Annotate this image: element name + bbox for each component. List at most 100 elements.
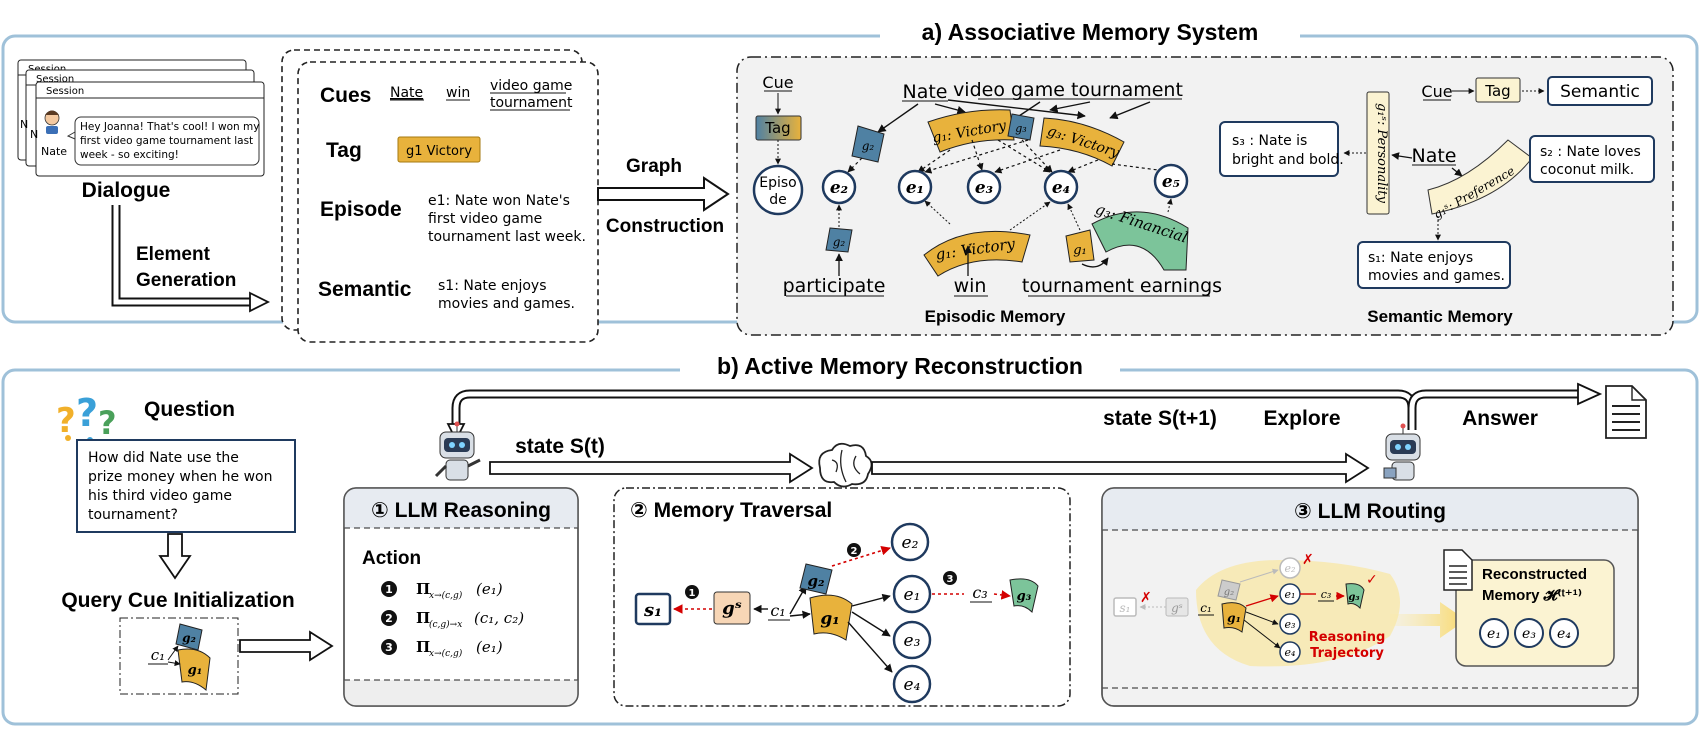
tag-label: Tag bbox=[326, 139, 362, 162]
speaker-name: Nate bbox=[41, 145, 67, 158]
session-tab-label: Session bbox=[46, 86, 84, 97]
semantic-line: movies and games. bbox=[438, 296, 575, 312]
tag-g3: g₃ bbox=[1015, 122, 1026, 135]
recon-node: e₄ bbox=[1557, 626, 1571, 642]
session-fragment: N bbox=[20, 118, 28, 131]
trav-e1: e₁ bbox=[904, 585, 921, 605]
action-number: 1 bbox=[385, 583, 393, 596]
trav-g1: g₁ bbox=[820, 609, 839, 629]
legend-cue: Cue bbox=[762, 73, 793, 92]
episode-line: e1: Nate won Nate's bbox=[428, 193, 570, 209]
question-line: tournament? bbox=[88, 507, 178, 523]
episodic-caption: Episodic Memory bbox=[925, 307, 1066, 326]
trav-g2: g₂ bbox=[807, 572, 824, 590]
panel-b-title: b) Active Memory Reconstruction bbox=[717, 353, 1083, 379]
question-line: prize money when he won bbox=[88, 469, 272, 485]
question-label: Question bbox=[144, 398, 235, 421]
cues-label: Cues bbox=[320, 84, 371, 107]
trav-e4: e₄ bbox=[904, 675, 921, 695]
semantic-label: Semantic bbox=[318, 278, 412, 301]
state-t-label: state S(t) bbox=[515, 435, 605, 458]
mini-e3: e₃ bbox=[1285, 618, 1296, 631]
mini-c3: c₃ bbox=[1321, 588, 1332, 601]
episode-node: e₄ bbox=[1052, 178, 1070, 198]
mini-c1: c₁ bbox=[1200, 601, 1212, 615]
mini-g1: g₁ bbox=[1227, 611, 1241, 625]
episode-node: e₅ bbox=[1162, 172, 1180, 192]
trav-step: 1 bbox=[689, 588, 696, 599]
reasoning-trajectory-1: Reasoning bbox=[1309, 630, 1386, 645]
question-box bbox=[76, 439, 296, 533]
explore-label: Explore bbox=[1263, 407, 1340, 430]
s3-line-1: s₃ : Nate is bbox=[1232, 133, 1307, 149]
legend-episode-1: Episo bbox=[759, 175, 796, 191]
llm-routing-card: ③ LLM Routing Reasoning Trajectory s₁ ✗ … bbox=[1101, 487, 1639, 707]
cue-win: win bbox=[954, 275, 987, 297]
trav-c1: c₁ bbox=[770, 601, 785, 620]
semantic-line: s1: Nate enjoys bbox=[438, 278, 547, 294]
query-init-label: Query Cue Initialization bbox=[61, 589, 294, 612]
panel-a-title: a) Associative Memory System bbox=[922, 19, 1259, 45]
sem-legend-cue: Cue bbox=[1421, 82, 1452, 101]
reconstructed-label-1: Reconstructed bbox=[1482, 566, 1587, 583]
action-arg: (e₁) bbox=[476, 638, 503, 656]
action-sub: (c,g)→x bbox=[429, 619, 462, 630]
trav-step: 3 bbox=[947, 574, 954, 585]
action-pi: Π bbox=[416, 580, 430, 598]
elements-box bbox=[297, 61, 599, 343]
legend-episode-2: de bbox=[769, 192, 787, 208]
cue-item: tournament bbox=[490, 95, 573, 111]
mini-cross: ✗ bbox=[1302, 552, 1314, 568]
s3-line-2: bright and bold. bbox=[1232, 152, 1344, 168]
episode-line: first video game bbox=[428, 211, 542, 227]
dialogue-label: Dialogue bbox=[82, 179, 171, 202]
reasoning-trajectory-2: Trajectory bbox=[1310, 646, 1384, 661]
element-generation-label-1: Element bbox=[136, 244, 211, 265]
svg-text:?: ? bbox=[98, 404, 117, 442]
brain-icon bbox=[818, 442, 873, 488]
bubble-line-2: first video game tournament last bbox=[80, 135, 253, 147]
sem-legend-tag: Tag bbox=[1484, 82, 1510, 100]
llm-reasoning-card: ① LLM Reasoning Action 1 Π x→(c,g) (e₁) … bbox=[343, 487, 579, 707]
semantic-caption: Semantic Memory bbox=[1367, 307, 1513, 326]
tag-g2: g₂ bbox=[862, 139, 875, 153]
action-sub: x→(c,g) bbox=[429, 590, 463, 601]
trav-e2: e₂ bbox=[902, 533, 919, 553]
action-pi: Π bbox=[416, 609, 430, 627]
recon-node: e₃ bbox=[1522, 626, 1536, 642]
cue-video-game-tournament: video game tournament bbox=[953, 79, 1183, 101]
sem-legend-semantic: Semantic bbox=[1560, 82, 1640, 102]
session-tab-label: Session bbox=[36, 74, 74, 85]
document-icon bbox=[1443, 549, 1473, 591]
cue-item: win bbox=[446, 85, 470, 101]
trav-step: 2 bbox=[851, 546, 858, 557]
robot-icon bbox=[1383, 423, 1421, 481]
cue-item: Nate bbox=[390, 85, 423, 101]
memory-traversal-card: ② Memory Traversal s₁ 1 gˢ c₁ g₂ g₁ 2 e₂… bbox=[613, 487, 1071, 707]
element-generation-label-2: Generation bbox=[136, 270, 236, 291]
action-number: 3 bbox=[385, 641, 393, 654]
cue-tournament-earnings: tournament earnings bbox=[1022, 275, 1222, 297]
episode-node: e₁ bbox=[906, 178, 924, 198]
state-t1-label: state S(t+1) bbox=[1103, 407, 1217, 430]
query-tag-g2: g₂ bbox=[182, 631, 196, 645]
tag-g2-lower: g₂ bbox=[833, 235, 846, 249]
session-fragment: N bbox=[30, 128, 38, 141]
avatar bbox=[44, 110, 60, 134]
mini-gs: gˢ bbox=[1171, 601, 1183, 615]
mini-check: ✓ bbox=[1366, 572, 1378, 588]
s1-line-2: movies and games. bbox=[1368, 268, 1505, 284]
mini-s1: s₁ bbox=[1120, 601, 1131, 615]
sem-nate: Nate bbox=[1412, 145, 1457, 167]
svg-text:?: ? bbox=[56, 401, 76, 441]
trav-gs: gˢ bbox=[722, 598, 742, 619]
action-arg: (c₁, c₂) bbox=[474, 609, 524, 627]
tag-value: g1 Victory bbox=[406, 144, 472, 159]
robot-icon bbox=[434, 421, 481, 481]
mini-g2: g₂ bbox=[1224, 587, 1234, 598]
graph-label: Graph bbox=[626, 156, 682, 177]
mini-e2: e₂ bbox=[1285, 562, 1296, 575]
question-icon: ? ? ? bbox=[56, 391, 117, 445]
semantic-graph: Cue Tag Semantic g₁ˢ: Personality Nate g… bbox=[1219, 76, 1655, 326]
